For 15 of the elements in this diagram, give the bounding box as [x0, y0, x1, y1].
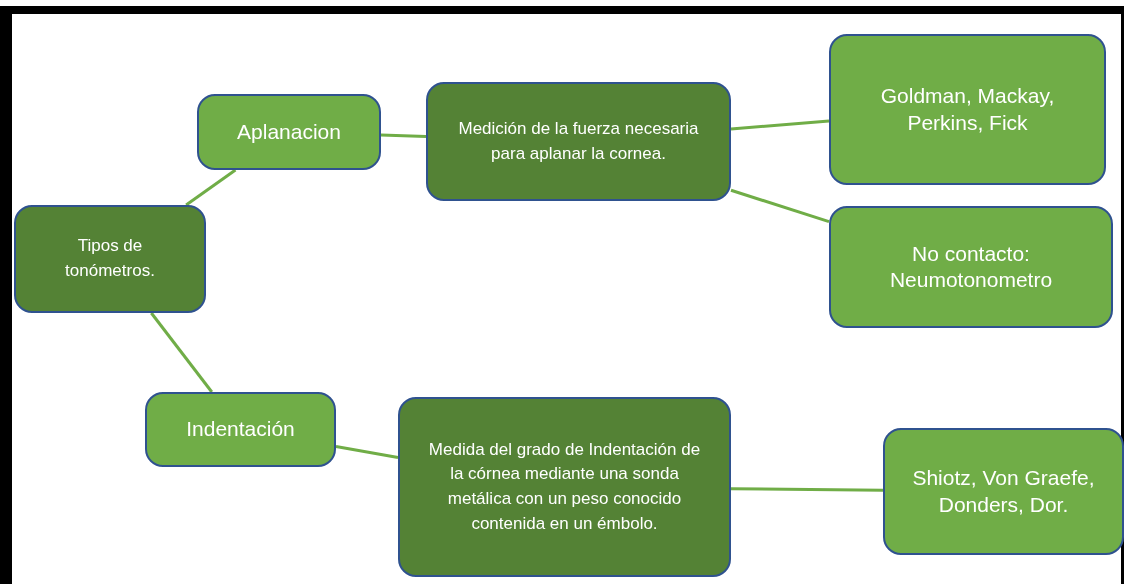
- connector-line: [150, 312, 213, 393]
- category-box: No contacto: Neumotonometro: [829, 206, 1113, 328]
- description-box: Medición de la fuerza necesaria para aplanar la cornea.: [426, 82, 731, 201]
- category-box: Shiotz, Von Graefe, Donders, Dor.: [883, 428, 1124, 555]
- connector-line: [335, 444, 399, 459]
- description-box: Medida del grado de Indentación de la córnea mediante una sonda metálica con un peso conocido contenida en un émbolo.: [398, 397, 731, 577]
- connector-line: [185, 168, 237, 207]
- category-box: Goldman, Mackay, Perkins, Fick: [829, 34, 1106, 185]
- connector-line: [730, 188, 830, 224]
- connector-line: [380, 133, 427, 138]
- connector-line: [731, 487, 883, 492]
- description-box: Tipos de tonómetros.: [14, 205, 206, 313]
- category-box: Indentación: [145, 392, 336, 467]
- category-box: Aplanacion: [197, 94, 381, 170]
- connector-line: [730, 119, 830, 131]
